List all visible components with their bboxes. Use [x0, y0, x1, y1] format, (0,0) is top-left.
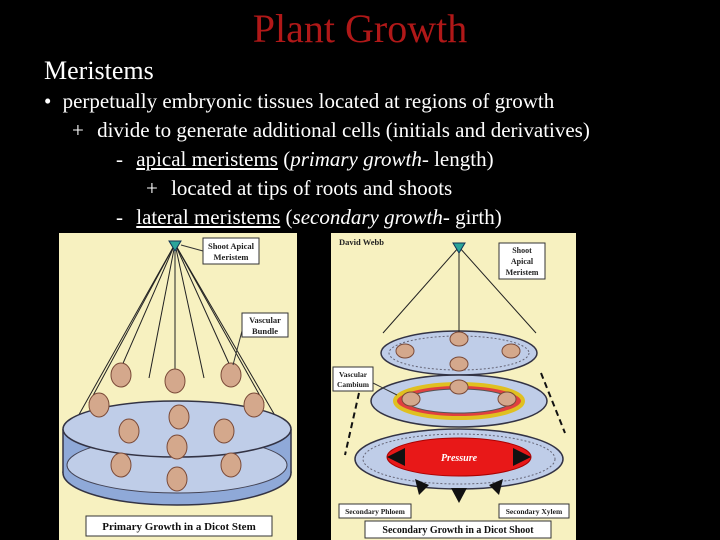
lateral-meristems-term: lateral meristems — [136, 205, 281, 229]
bullet-marker: + — [146, 176, 158, 200]
primary-caption: Primary Growth in a Dicot Stem — [102, 521, 255, 533]
apical-meristem-marker — [452, 242, 466, 254]
bullet-marker: + — [72, 118, 84, 142]
cone-lines — [62, 243, 292, 444]
secondary-caption: Secondary Growth in a Dicot Shoot — [382, 525, 534, 536]
apical-meristem-marker — [168, 240, 182, 252]
primary-growth-figure: Shoot Apical Meristem Vascular Bundle Pr… — [59, 233, 297, 540]
section-heading: Meristems — [44, 56, 154, 85]
cone-lines — [382, 246, 537, 334]
label-cambium-2: Cambium — [337, 380, 370, 389]
credit-text: David Webb — [339, 237, 384, 247]
label-cambium-1: Vascular — [339, 370, 368, 379]
label-pressure: Pressure — [441, 453, 478, 464]
bullet-marker: - — [116, 147, 123, 171]
bullet-text: located at tips of roots and shoots — [171, 176, 453, 200]
secondary-xylem-label-box — [498, 503, 570, 519]
bullet-2: + divide to generate additional cells (i… — [72, 117, 590, 143]
label-shoot-apical-2: Meristem — [214, 252, 249, 262]
vascular-bundle-label-box — [241, 312, 289, 338]
label-secondary-phloem: Secondary Phloem — [345, 507, 406, 516]
paren-close: - girth) — [442, 205, 502, 229]
bullet-text: divide to generate additional cells (ini… — [97, 118, 590, 142]
secondary-caption-box — [364, 520, 552, 539]
paren-open: ( — [277, 147, 291, 171]
label-vascular-bundle-2: Bundle — [252, 326, 278, 336]
bullet-marker: • — [44, 89, 52, 113]
vascular-cambium-label-box — [332, 366, 374, 392]
vascular-bundles — [88, 362, 265, 492]
apical-meristems-term: apical meristems — [136, 147, 278, 171]
label-shoot-2: Apical — [511, 257, 534, 266]
label-vascular-bundle-1: Vascular — [249, 315, 281, 325]
growth-direction-lines — [344, 372, 566, 456]
bullet-text: perpetually embryonic tissues located at… — [62, 89, 555, 113]
secondary-growth-diagram: David Webb Shoot Apical Meristem — [332, 237, 570, 539]
primary-growth-diagram: Shoot Apical Meristem Vascular Bundle Pr… — [62, 237, 292, 537]
label-shoot-apical-1: Shoot Apical — [208, 241, 255, 251]
bullet-4: + located at tips of roots and shoots — [146, 175, 452, 201]
paren-open: ( — [280, 205, 293, 229]
paren-close: - length) — [421, 147, 494, 171]
label-secondary-xylem: Secondary Xylem — [506, 507, 563, 516]
pressure-arrows — [387, 448, 531, 503]
shoot-apical-label-box — [498, 242, 546, 280]
bullet-1: • perpetually embryonic tissues located … — [44, 88, 554, 114]
primary-growth-note: primary growth — [290, 147, 422, 171]
disc-2-bundles — [401, 379, 517, 407]
bullet-5: - lateral meristems (secondary growth- g… — [116, 204, 502, 230]
disc-1-bundles — [395, 331, 521, 372]
secondary-growth-note: secondary growth — [292, 205, 443, 229]
secondary-growth-figure: David Webb Shoot Apical Meristem — [331, 233, 576, 540]
label-shoot-3: Meristem — [506, 268, 539, 277]
bullet-marker: - — [116, 205, 123, 229]
primary-caption-box — [85, 515, 273, 537]
secondary-phloem-label-box — [338, 503, 412, 519]
shoot-apical-label-box — [202, 237, 260, 265]
slide-title: Plant Growth — [252, 6, 468, 51]
label-shoot-1: Shoot — [512, 246, 532, 255]
bullet-3: - apical meristems (primary growth- leng… — [116, 146, 494, 172]
